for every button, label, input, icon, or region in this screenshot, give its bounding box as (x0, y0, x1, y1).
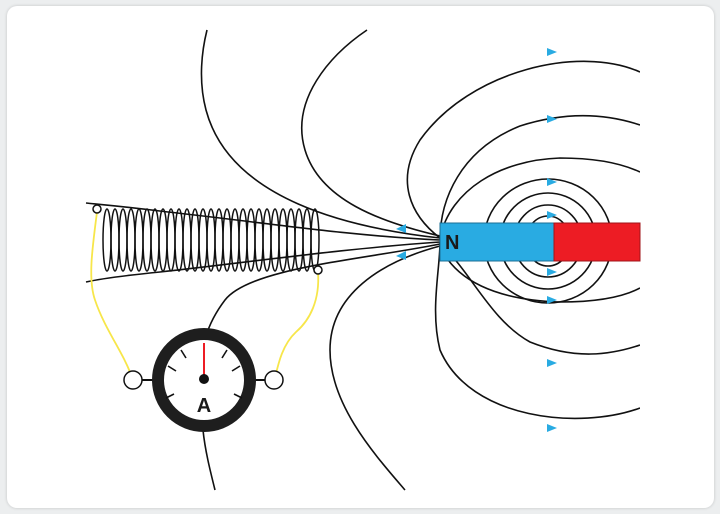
arrow-icon (547, 424, 557, 432)
arrow-icon (547, 48, 557, 56)
field-line (439, 243, 640, 355)
ammeter-label: A (197, 395, 211, 417)
arrow-icon (547, 359, 557, 367)
field-line (434, 241, 640, 420)
needle-pivot (199, 374, 209, 384)
coil-turn (102, 208, 112, 272)
coil-turn (310, 208, 320, 272)
coil-turn (270, 208, 280, 272)
field-arrows (396, 48, 557, 432)
coil-turn (182, 208, 192, 272)
arrow-icon (547, 268, 557, 276)
coil-turn (286, 208, 296, 272)
coil-turn (150, 208, 160, 272)
ammeter-terminal-icon (123, 370, 143, 390)
arrow-icon (396, 251, 406, 260)
coil-turn (278, 208, 288, 272)
field-line (300, 29, 441, 237)
coil-turn (142, 208, 152, 272)
north-label: N (445, 232, 459, 254)
wire-left (90, 211, 133, 379)
field-line (200, 29, 441, 239)
arrow-icon (396, 224, 406, 233)
field-line (439, 114, 640, 241)
coil-terminal-icon (313, 265, 323, 275)
coil-turn (294, 208, 304, 272)
coil-turn (230, 208, 240, 272)
arrow-icon (547, 211, 557, 219)
south-pole (553, 222, 641, 262)
coil-terminal-icon (92, 204, 102, 214)
coil-turn (134, 208, 144, 272)
coil-turn (126, 208, 136, 272)
coil-turn (118, 208, 128, 272)
coil-turn (158, 208, 168, 272)
field-line (202, 429, 216, 491)
coil-turn (302, 208, 312, 272)
wires (90, 211, 320, 379)
coil-turn (254, 208, 264, 272)
coil-turn (198, 208, 208, 272)
arrow-icon (547, 115, 557, 123)
north-pole (439, 222, 555, 262)
ammeter-terminal-icon (264, 370, 284, 390)
coil (102, 208, 320, 272)
coil-turn (190, 208, 200, 272)
ammeter: A (123, 328, 284, 432)
coil-turn (166, 208, 176, 272)
field-line (329, 245, 441, 491)
bar-magnet: N (439, 222, 641, 262)
field-line (406, 60, 640, 239)
wire-right (274, 271, 320, 379)
coil-turn (110, 208, 120, 272)
coil-turn (206, 208, 216, 272)
coil-turn (174, 208, 184, 272)
arrow-icon (547, 178, 557, 186)
coil-turn (262, 208, 272, 272)
field-line (439, 157, 640, 239)
arrow-icon (547, 296, 557, 304)
